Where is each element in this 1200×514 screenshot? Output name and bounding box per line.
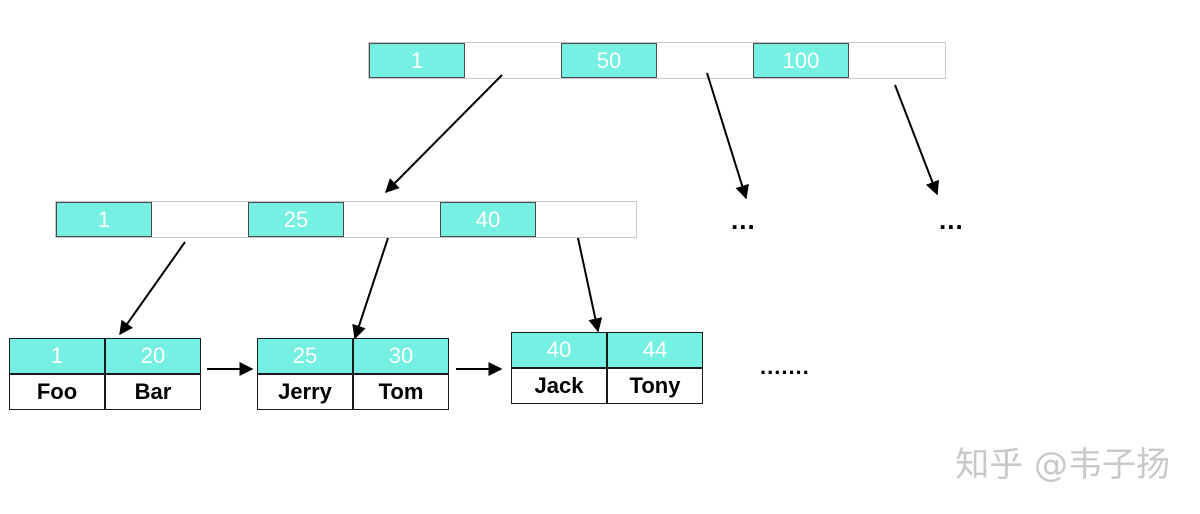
- ellipsis-right: ...: [939, 205, 964, 235]
- root-key: 50: [561, 43, 657, 78]
- leaf-key: 25: [257, 338, 353, 374]
- root-key: 1: [369, 43, 465, 78]
- internal-pointer: [344, 202, 440, 237]
- leaf-value: Tony: [607, 368, 703, 404]
- leaf-value: Tom: [353, 374, 449, 410]
- internal-key: 1: [56, 202, 152, 237]
- leaf-key: 44: [607, 332, 703, 368]
- arrow-root-to-ellipsis-left: [706, 72, 749, 200]
- leaf-node: 1 20 Foo Bar: [9, 338, 201, 410]
- root-pointer: [465, 43, 561, 78]
- leaf-value: Jerry: [257, 374, 353, 410]
- leaf-value: Jack: [511, 368, 607, 404]
- internal-node: 1 25 40: [55, 201, 637, 238]
- arrow-root-to-ellipsis-right: [894, 84, 940, 196]
- internal-key: 40: [440, 202, 536, 237]
- internal-pointer: [152, 202, 248, 237]
- internal-pointer: [536, 202, 632, 237]
- arrow-internal-to-leaf3: [577, 237, 603, 333]
- arrow-internal-to-leaf1: [119, 241, 186, 336]
- internal-key: 25: [248, 202, 344, 237]
- arrow-root-to-internal: [385, 74, 503, 193]
- leaf-key: 20: [105, 338, 201, 374]
- ellipsis-left: ...: [731, 205, 756, 235]
- ellipsis-leaves: .......: [760, 354, 810, 379]
- root-node: 1 50 100: [368, 42, 946, 79]
- arrow-internal-to-leaf2: [352, 237, 389, 340]
- root-key: 100: [753, 43, 849, 78]
- leaf-key: 1: [9, 338, 105, 374]
- leaf-value: Foo: [9, 374, 105, 410]
- watermark: 知乎 @韦子扬: [955, 445, 1170, 485]
- root-pointer: [849, 43, 945, 78]
- leaf-node: 25 30 Jerry Tom: [257, 338, 449, 410]
- root-pointer: [657, 43, 753, 78]
- leaf-value: Bar: [105, 374, 201, 410]
- leaf-key: 40: [511, 332, 607, 368]
- leaf-node: 40 44 Jack Tony: [511, 332, 703, 404]
- leaf-key: 30: [353, 338, 449, 374]
